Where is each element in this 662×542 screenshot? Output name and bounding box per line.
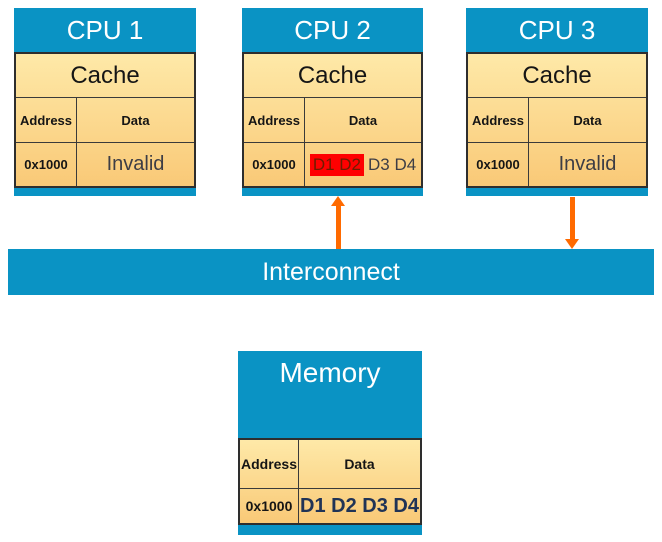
cpu1-title: CPU 1	[14, 8, 196, 52]
cpu1-table-header-row: Address Data	[16, 98, 194, 143]
interconnect-label: Interconnect	[262, 257, 400, 286]
cpu1-address-column-header: Address	[16, 98, 77, 142]
cpu3-data-value: Invalid	[558, 153, 617, 175]
cpu2-cache-entry-row: 0x1000 D1 D2 D3 D4	[244, 143, 421, 186]
cpu2-address-value: 0x1000	[244, 143, 305, 186]
cpu1-cache-label: Cache	[16, 54, 194, 98]
cpu2-bottom-bar	[242, 188, 423, 196]
memory-table: Address Data 0x1000 D1 D2 D3 D4	[238, 438, 422, 525]
cpu3-cache-table: Cache Address Data 0x1000 Invalid	[466, 52, 648, 188]
cpu3-block: CPU 3 Cache Address Data 0x1000 Invalid	[466, 8, 648, 196]
cpu1-data-column-header: Data	[121, 112, 150, 128]
cpu3-cache-label: Cache	[468, 54, 646, 98]
cpu3-address-value: 0x1000	[468, 143, 529, 186]
cpu1-cache-entry-row: 0x1000 Invalid	[16, 143, 194, 186]
cpu2-data-remaining-words: D3 D4	[368, 154, 417, 174]
cpu3-data-column-header: Data	[573, 112, 602, 128]
cpu3-address-column-header: Address	[468, 98, 529, 142]
cpu3-title: CPU 3	[466, 8, 648, 52]
memory-bottom-bar	[238, 525, 422, 535]
cpu1-bottom-bar	[14, 188, 196, 196]
memory-data-column-header: Data	[344, 456, 375, 472]
arrow-shaft	[335, 206, 341, 249]
memory-address-value: 0x1000	[240, 489, 299, 523]
cpu3-cache-entry-row: 0x1000 Invalid	[468, 143, 646, 186]
cpu2-data-column-header: Data	[348, 112, 378, 128]
memory-data-value: D1 D2 D3 D4	[300, 494, 419, 517]
cpu2-title: CPU 2	[242, 8, 423, 52]
cpu1-cache-table: Cache Address Data 0x1000 Invalid	[14, 52, 196, 188]
cpu2-block: CPU 2 Cache Address Data 0x1000 D1 D2 D3…	[242, 8, 423, 196]
memory-address-column-header: Address	[240, 440, 299, 488]
cpu2-cache-label: Cache	[244, 54, 421, 98]
cpu3-table-header-row: Address Data	[468, 98, 646, 143]
cpu2-address-column-header: Address	[244, 98, 305, 142]
memory-block: Memory Address Data 0x1000 D1 D2 D3 D4	[238, 351, 422, 535]
cpu2-data-value: D1 D2 D3 D4	[305, 143, 421, 186]
arrow-down-from-cpu3	[565, 197, 579, 249]
memory-table-header-row: Address Data	[240, 440, 420, 489]
arrow-up-icon	[331, 196, 345, 206]
cpu2-table-header-row: Address Data	[244, 98, 421, 143]
arrow-down-icon	[565, 239, 579, 249]
arrow-shaft	[569, 197, 575, 239]
cpu1-address-value: 0x1000	[16, 143, 77, 186]
cpu2-cache-table: Cache Address Data 0x1000 D1 D2 D3 D4	[242, 52, 423, 188]
memory-title: Memory	[238, 351, 422, 438]
cpu3-bottom-bar	[466, 188, 648, 196]
arrow-up-to-cpu2	[331, 196, 345, 249]
cpu1-data-value: Invalid	[106, 153, 165, 175]
interconnect-bar: Interconnect	[8, 249, 654, 295]
cpu1-block: CPU 1 Cache Address Data 0x1000 Invalid	[14, 8, 196, 196]
memory-entry-row: 0x1000 D1 D2 D3 D4	[240, 489, 420, 523]
cpu2-data-highlighted-words: D1 D2	[309, 153, 364, 176]
